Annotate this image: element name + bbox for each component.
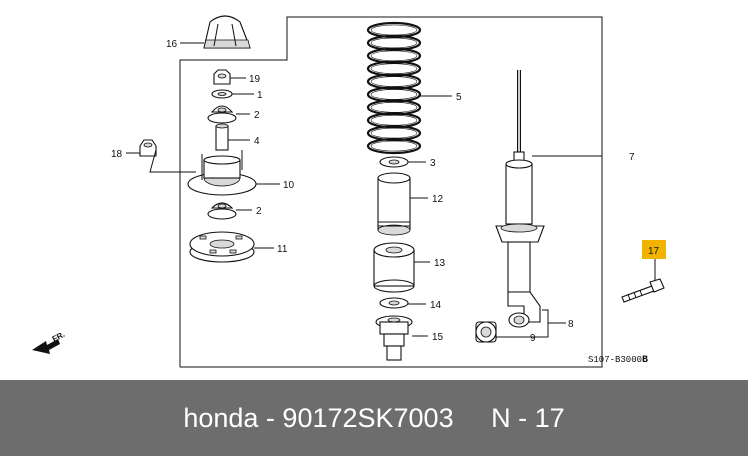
spring-coil xyxy=(366,47,422,64)
part-1-washer[interactable] xyxy=(211,89,233,99)
spring-coil xyxy=(366,21,422,39)
part-15-rebound-stopper[interactable] xyxy=(375,315,413,361)
diagram-code-main: S107-B3000 xyxy=(588,355,642,365)
spring-coil-inner xyxy=(370,63,418,74)
part-19-nut[interactable] xyxy=(213,69,231,85)
part-3-spring-seat[interactable] xyxy=(379,156,409,168)
callout-5[interactable]: 5 xyxy=(456,92,462,103)
callout-7[interactable]: 7 xyxy=(629,152,635,163)
spring-coil-inner xyxy=(370,140,418,152)
spring-coil xyxy=(366,60,422,77)
callout-8[interactable]: 8 xyxy=(568,319,574,330)
part-9-bushing[interactable] xyxy=(475,321,497,343)
part-17-bolt[interactable] xyxy=(621,278,665,303)
spring-coil xyxy=(366,125,422,142)
part-11-spring-seat-rubber[interactable] xyxy=(189,231,255,263)
spring-coil-inner xyxy=(370,89,418,100)
part-13-bump-stop[interactable] xyxy=(373,242,415,293)
callout-17[interactable]: 17 xyxy=(648,246,660,257)
part-number: 90172SK7003 xyxy=(282,402,454,433)
callout-13[interactable]: 13 xyxy=(434,258,446,269)
callout-9[interactable]: 9 xyxy=(530,333,536,344)
spring-coil xyxy=(366,99,422,116)
part-4-collar[interactable] xyxy=(215,123,229,151)
callout-4[interactable]: 4 xyxy=(254,136,260,147)
leader-18-bracket xyxy=(149,149,196,173)
spring-coil-inner xyxy=(370,50,418,62)
part-2-upper-bushing[interactable] xyxy=(207,105,237,124)
part-14-washer[interactable] xyxy=(379,297,409,309)
spring-coil xyxy=(366,137,422,155)
front-label: FR. xyxy=(51,330,67,344)
callout-12[interactable]: 12 xyxy=(432,194,444,205)
front-direction-arrow: FR. xyxy=(32,330,66,354)
callout-15[interactable]: 15 xyxy=(432,332,444,343)
ref-prefix: N xyxy=(491,402,511,433)
spring-coil xyxy=(366,34,422,51)
callout-10[interactable]: 10 xyxy=(283,180,295,191)
spring-coil-inner xyxy=(370,76,418,87)
callout-1[interactable]: 1 xyxy=(257,90,263,101)
callout-2a[interactable]: 2 xyxy=(254,110,260,121)
spring-coil xyxy=(366,86,422,103)
diagram-code: S107-B3000B xyxy=(588,355,648,366)
spring-coil xyxy=(366,112,422,129)
diagram-code-suffix: B xyxy=(642,355,648,366)
part-18-flange-nut[interactable] xyxy=(139,139,157,157)
part-7-shock-absorber[interactable] xyxy=(495,70,545,328)
callout-16[interactable]: 16 xyxy=(166,39,178,50)
spacer xyxy=(454,403,492,434)
callout-11[interactable]: 11 xyxy=(277,244,288,255)
callout-2b[interactable]: 2 xyxy=(256,206,262,217)
ref-number: 17 xyxy=(534,402,565,433)
callout-19[interactable]: 19 xyxy=(249,74,261,85)
callout-14[interactable]: 14 xyxy=(430,300,442,311)
spring-coil-inner xyxy=(370,102,418,113)
spring-coil-inner xyxy=(370,127,418,139)
callout-18[interactable]: 18 xyxy=(111,149,123,160)
shock-absorber-exploded-diagram: 16 19 1 2 4 xyxy=(32,15,666,368)
spring-coil-inner xyxy=(370,114,418,126)
part-5-coil-spring[interactable] xyxy=(366,21,422,155)
spring-coil xyxy=(366,73,422,90)
callout-3[interactable]: 3 xyxy=(430,158,436,169)
part-16-dust-cap[interactable] xyxy=(203,15,251,49)
assembly-outline xyxy=(179,16,603,368)
separator-1: - xyxy=(258,402,283,433)
part-10-mount-base[interactable] xyxy=(187,150,257,196)
spring-coil-inner xyxy=(370,24,418,36)
leader-8-9 xyxy=(496,309,549,338)
brand-name: honda xyxy=(183,402,259,433)
part-2-lower-bushing[interactable] xyxy=(207,202,237,220)
separator-2: - xyxy=(510,402,535,433)
part-info-footer: honda - 90172SK7003 N - 17 xyxy=(0,380,748,456)
highlight-box-17 xyxy=(642,240,666,259)
spring-coil-inner xyxy=(370,37,418,49)
part-12-dust-cover[interactable] xyxy=(377,172,411,236)
